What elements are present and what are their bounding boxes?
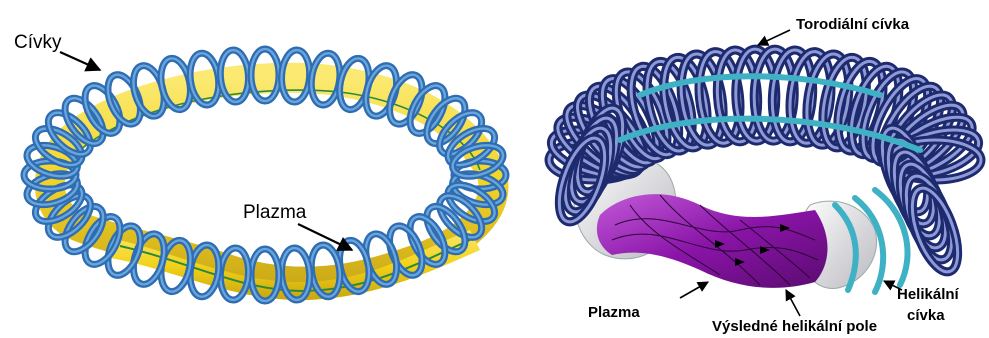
right-stellarator-figure: Torodiální cívka Plazma Výsledné helikál…	[546, 16, 983, 335]
arrow-helical-field	[786, 290, 800, 316]
label-plasma-left: Plazma	[243, 202, 307, 223]
label-helical-coil-line2: cívka	[907, 307, 945, 324]
label-helical-coil-line1: Helikální	[897, 286, 960, 303]
arrow-toroidal-coil	[758, 30, 790, 45]
label-plasma-right: Plazma	[588, 304, 640, 321]
label-coils: Cívky	[14, 32, 62, 53]
left-stellarator-figure: Cívky Plazma	[14, 32, 507, 301]
label-toroidal-coil: Torodiální cívka	[796, 16, 910, 33]
arrow-coils	[60, 52, 100, 70]
arrow-plasma-right	[680, 282, 708, 298]
label-helical-field: Výsledné helikální pole	[712, 318, 877, 335]
plasma-tube-right	[597, 194, 828, 288]
